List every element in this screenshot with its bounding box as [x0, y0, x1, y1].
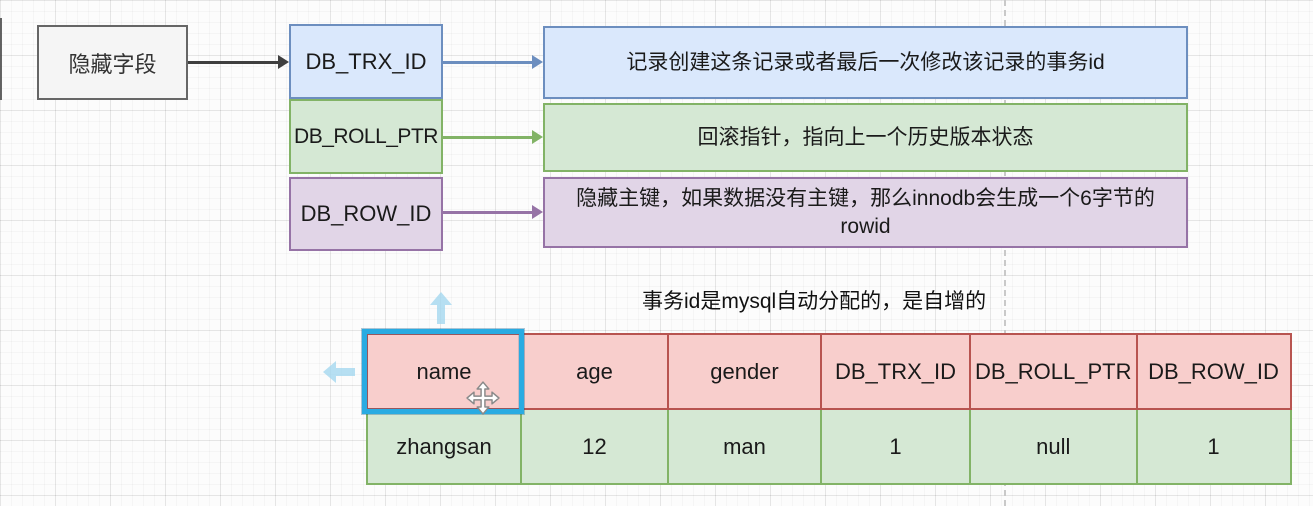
table-data-cell-name[interactable]: zhangsan — [366, 408, 522, 485]
desc-box-db-row-id[interactable]: 隐藏主键，如果数据没有主键，那么innodb会生成一个6字节的rowid — [543, 177, 1188, 248]
note-text[interactable]: 事务id是mysql自动分配的，是自增的 — [642, 290, 987, 313]
table-data-cell-db-roll-ptr[interactable]: null — [969, 408, 1138, 485]
arrowhead-icon — [278, 55, 289, 69]
arrow-line — [443, 61, 535, 64]
field-box-db-roll-ptr[interactable]: DB_ROLL_PTR — [289, 99, 443, 174]
move-cursor-icon — [466, 381, 500, 415]
arrow-line — [443, 136, 535, 139]
table-data-cell-age[interactable]: 12 — [520, 408, 669, 485]
arrowhead-icon — [532, 130, 543, 144]
hover-arrow-up-icon[interactable] — [430, 292, 452, 324]
field-box-db-trx-id[interactable]: DB_TRX_ID — [289, 24, 443, 99]
arrow-rollptr-to-desc[interactable] — [443, 130, 543, 144]
arrow-line — [443, 211, 535, 214]
root-box-label: 隐藏字段 — [68, 51, 157, 77]
page-boundary-divider — [1004, 0, 1006, 506]
table-data-cell-db-trx-id[interactable]: 1 — [820, 408, 971, 485]
arrow-root-to-trx[interactable] — [188, 55, 289, 69]
table-header-cell-db-row-id[interactable]: DB_ROW_ID — [1135, 333, 1292, 410]
record-table: name age gender DB_TRX_ID DB_ROLL_PTR DB… — [366, 333, 1292, 485]
field-box-label: DB_ROLL_PTR — [294, 124, 438, 148]
field-box-label: DB_TRX_ID — [305, 48, 427, 74]
desc-box-db-roll-ptr[interactable]: 回滚指针，指向上一个历史版本状态 — [543, 103, 1188, 172]
arrowhead-icon — [532, 205, 543, 219]
table-header-cell-db-roll-ptr[interactable]: DB_ROLL_PTR — [969, 333, 1138, 410]
desc-box-text: 隐藏主键，如果数据没有主键，那么innodb会生成一个6字节的rowid — [576, 186, 1155, 238]
table-header-row: name age gender DB_TRX_ID DB_ROLL_PTR DB… — [366, 333, 1292, 410]
table-header-cell-gender[interactable]: gender — [667, 333, 822, 410]
arrow-rowid-to-desc[interactable] — [443, 205, 543, 219]
desc-box-text: 回滚指针，指向上一个历史版本状态 — [697, 125, 1034, 149]
field-box-db-row-id[interactable]: DB_ROW_ID — [289, 177, 443, 251]
arrow-trx-to-desc[interactable] — [443, 55, 543, 69]
field-box-label: DB_ROW_ID — [300, 201, 432, 226]
arrow-line — [188, 61, 281, 64]
desc-box-db-trx-id[interactable]: 记录创建这条记录或者最后一次修改该记录的事务id — [543, 26, 1188, 99]
hover-arrow-left-icon[interactable] — [323, 361, 355, 383]
root-box-hidden-fields[interactable]: 隐藏字段 — [37, 25, 188, 100]
table-data-cell-db-row-id[interactable]: 1 — [1135, 408, 1292, 485]
screen-edge-artifact — [0, 18, 2, 100]
arrowhead-icon — [532, 55, 543, 69]
table-data-row: zhangsan 12 man 1 null 1 — [366, 408, 1292, 485]
table-header-cell-db-trx-id[interactable]: DB_TRX_ID — [820, 333, 971, 410]
table-header-cell-age[interactable]: age — [520, 333, 669, 410]
table-data-cell-gender[interactable]: man — [667, 408, 822, 485]
desc-box-text: 记录创建这条记录或者最后一次修改该记录的事务id — [626, 50, 1105, 74]
